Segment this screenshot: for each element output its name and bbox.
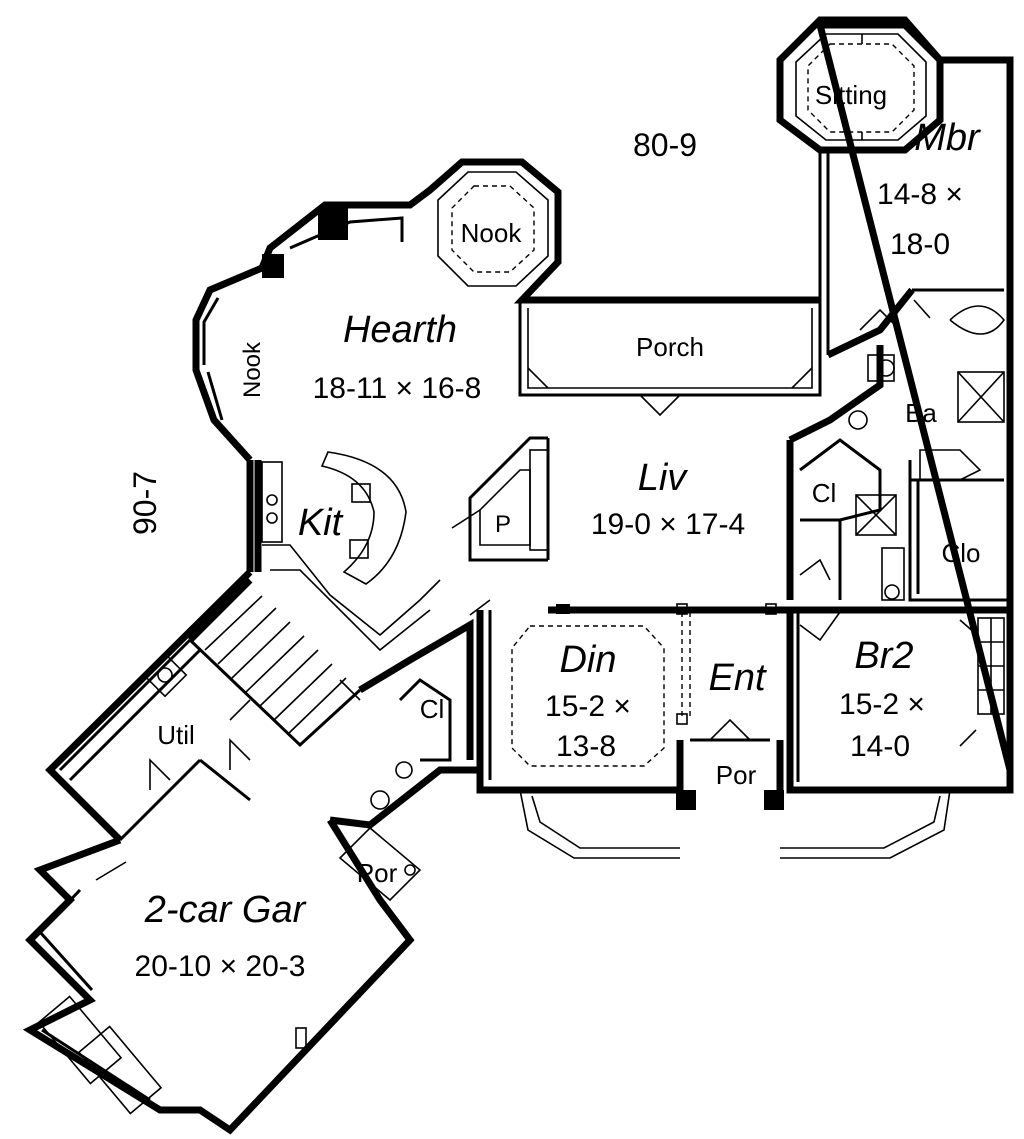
nook-side-label: Nook [239,341,266,398]
overall-width-label: 80-9 [633,127,697,163]
mbr-size-line2: 18-0 [890,228,950,261]
bedroom2-size-line2: 14-0 [850,730,910,763]
kitchen-walls [246,451,441,652]
sitting-label: Sitting [815,80,887,110]
living-size: 19-0 × 17-4 [591,508,745,541]
nook-top-bay [437,171,549,287]
hall-closet [329,618,480,829]
overall-depth-label: 90-7 [127,471,163,535]
stairs [187,577,362,748]
entry-label: Ent [708,657,766,699]
utility-label: Util [157,720,195,750]
dining-size-line1: 15-2 × [545,690,631,723]
pantry-label: P [495,511,511,538]
sitting-bay [776,16,944,154]
bath-label: Ba [905,398,937,428]
mbr-label: Mbr [914,117,981,159]
hearth-size: 18-11 × 16-8 [313,372,482,405]
closet-large-label: Clo [941,538,980,568]
fireplace [451,436,550,562]
hearth-walls [192,158,820,463]
hearth-label: Hearth [343,309,457,351]
entry [676,718,784,810]
bedroom2-walls [786,606,1014,794]
hall-closet-label: Cl [420,694,445,724]
bedroom2-size-line1: 15-2 × [839,688,925,721]
living-label: Liv [638,457,689,499]
garage-label: 2-car Gar [144,889,307,931]
dining-label: Din [559,639,616,681]
door-swings [95,299,931,881]
garage-walls [22,818,422,1135]
porch-label: Porch [636,332,704,362]
entry-porch-label: Por [716,760,757,790]
bath-walls [786,287,1010,602]
utility-walls [45,569,253,843]
bedroom2-label: Br2 [854,635,913,677]
dining-walls [476,603,790,794]
dining-size-line2: 13-8 [556,730,616,763]
rear-porch [518,300,822,417]
mbr-size-line1: 14-8 × [877,178,963,211]
front-bay [519,789,951,859]
nook-top-label: Nook [461,218,523,248]
kitchen-label: Kit [298,502,344,544]
bath-closet-label: Cl [812,478,837,508]
garage-porch-label: Por [357,858,398,888]
garage-size: 20-10 × 20-3 [135,950,306,983]
